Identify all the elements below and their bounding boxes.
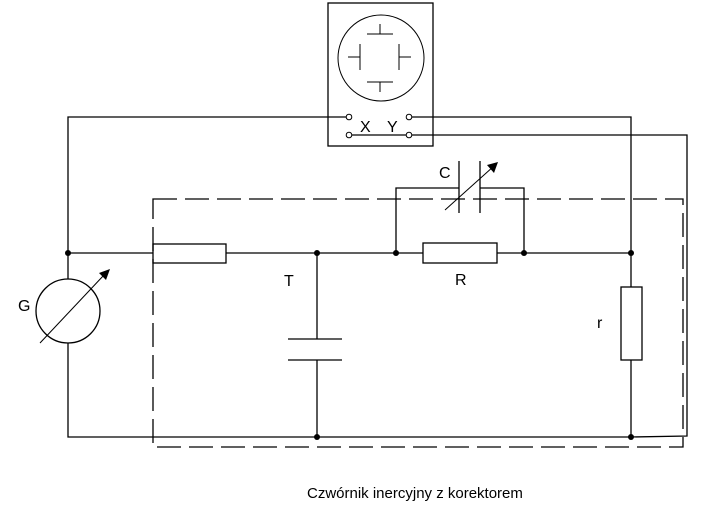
label-y: Y	[387, 119, 398, 136]
wire-C-left	[395, 187, 459, 253]
deflection-plates-icon	[348, 24, 411, 92]
capacitor-t: T	[284, 273, 342, 361]
junction-dot	[521, 250, 527, 256]
diagram-caption: Czwórnik inercyjny z korektorem	[307, 485, 523, 502]
junction-dot	[628, 250, 634, 256]
junction-dot	[393, 250, 399, 256]
resistor-r: r	[597, 286, 643, 361]
terminal-x2[interactable]	[345, 131, 353, 139]
label-c: C	[439, 165, 451, 182]
arrow-head-icon	[487, 162, 498, 173]
wire-bottom-rail	[67, 343, 631, 438]
variable-capacitor-c: C	[439, 161, 498, 213]
junction-dot	[628, 434, 634, 440]
wire-x-top	[67, 116, 346, 279]
wire-y-top	[412, 116, 632, 287]
junctions	[65, 250, 634, 440]
label-t: T	[284, 273, 294, 290]
quadripole-enclosure	[152, 198, 684, 448]
wire-C-right	[480, 187, 525, 253]
junction-dot	[65, 250, 71, 256]
resistor-r1	[152, 243, 227, 264]
oscilloscope-screen	[337, 14, 425, 102]
wire-y-return	[412, 134, 688, 438]
label-x: X	[360, 119, 371, 136]
galvanometer-body	[35, 278, 101, 344]
junction-dot	[314, 434, 320, 440]
oscilloscope: X Y	[327, 2, 434, 147]
arrow-head-icon	[99, 269, 110, 280]
variable-arrow-icon	[444, 165, 495, 211]
label-g: G	[18, 298, 30, 315]
terminal-y2[interactable]	[405, 131, 413, 139]
resistor-R: R	[422, 242, 498, 289]
junction-dot	[314, 250, 320, 256]
wires	[67, 116, 688, 438]
oscilloscope-frame	[327, 2, 434, 147]
label-r-lower: r	[597, 315, 603, 332]
variable-arrow-icon	[39, 274, 105, 344]
label-r-upper: R	[455, 272, 467, 289]
terminal-x1[interactable]	[345, 113, 353, 121]
galvanometer: G	[18, 269, 110, 344]
terminal-y1[interactable]	[405, 113, 413, 121]
